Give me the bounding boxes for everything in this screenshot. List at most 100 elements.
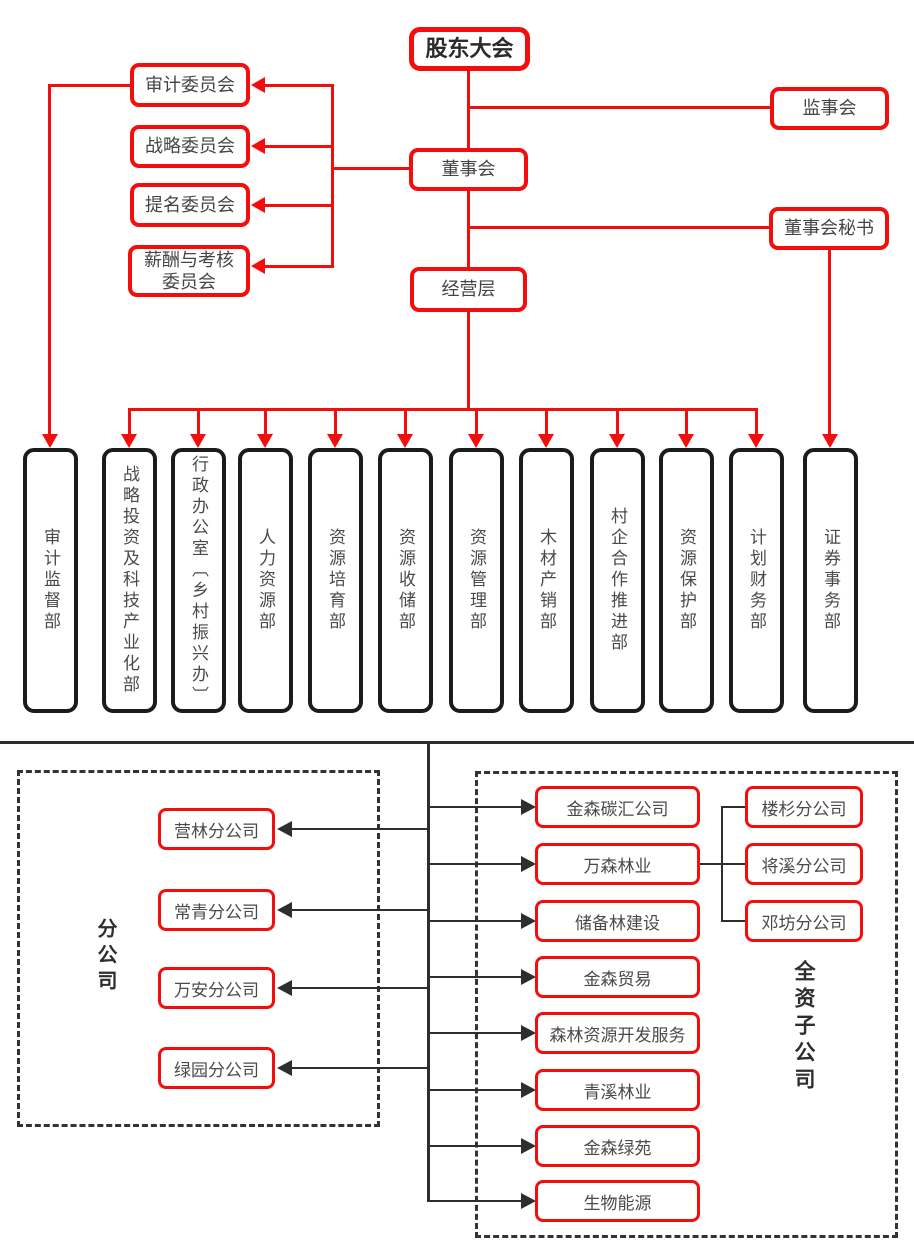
subsidiary-box-trade: 金森贸易 xyxy=(535,956,700,998)
connector-line xyxy=(685,408,688,436)
connector-arrowhead xyxy=(521,1193,536,1209)
connector-line xyxy=(467,190,470,268)
connector-arrowhead xyxy=(251,258,265,274)
branch-box-changqing: 常青分公司 xyxy=(158,889,275,931)
connector-line xyxy=(48,84,51,436)
connector-arrowhead xyxy=(121,434,137,448)
subsidiary-box-reserve-forest: 储备林建设 xyxy=(535,900,700,942)
connector-arrowhead xyxy=(822,434,838,448)
box-committee-remuneration: 薪酬与考核委员会 xyxy=(128,245,250,297)
connector-arrowhead xyxy=(251,197,265,213)
connector-line xyxy=(721,806,723,922)
dept-box-resource-storage: 资源收储部 xyxy=(378,448,433,713)
box-board-secretary: 董事会秘书 xyxy=(769,207,889,250)
branch-group-frame xyxy=(17,770,380,1127)
subsidiary-box-lvyuan-garden: 金森绿苑 xyxy=(535,1125,700,1167)
group-label-subsidiaries: 全资子公司 xyxy=(792,960,815,1095)
subsidiary-group-frame xyxy=(475,771,898,1238)
box-committee-audit: 审计委员会 xyxy=(130,63,250,107)
connector-arrowhead xyxy=(251,138,265,154)
connector-arrowhead xyxy=(521,913,536,929)
connector-line xyxy=(50,84,130,87)
connector-line xyxy=(128,408,131,436)
connector-line xyxy=(331,84,334,268)
dept-box-resource-cultivation: 资源培育部 xyxy=(308,448,363,713)
dept-box-village-cooperation: 村企合作推进部 xyxy=(590,448,645,713)
group-label-branches: 分公司 xyxy=(94,918,116,996)
connector-line xyxy=(263,265,331,268)
connector-arrowhead xyxy=(277,821,292,837)
connector-line xyxy=(475,408,478,436)
connector-line xyxy=(263,84,331,87)
connector-line xyxy=(430,976,522,978)
connector-arrowhead xyxy=(277,902,292,918)
connector-line xyxy=(828,249,831,436)
connector-arrowhead xyxy=(521,799,536,815)
connector-line xyxy=(427,741,430,1202)
connector-line xyxy=(430,1032,522,1034)
branch-box-yinglin: 营林分公司 xyxy=(158,808,275,850)
connector-line xyxy=(197,408,200,436)
sub-branch-box-loushan: 楼杉分公司 xyxy=(745,786,863,828)
connector-arrowhead xyxy=(521,1138,536,1154)
connector-line xyxy=(616,408,619,436)
connector-line xyxy=(468,226,769,229)
sub-branch-box-jiangxi: 将溪分公司 xyxy=(745,843,863,885)
connector-line xyxy=(404,408,407,436)
subsidiary-box-wansen: 万森林业 xyxy=(535,843,700,885)
connector-arrowhead xyxy=(538,434,554,448)
dept-box-admin-office: 行政办公室〔乡村振兴办〕 xyxy=(171,448,226,713)
connector-line xyxy=(331,167,409,170)
connector-line xyxy=(128,408,758,411)
connector-arrowhead xyxy=(42,434,58,448)
connector-line xyxy=(545,408,548,436)
connector-line xyxy=(430,1089,522,1091)
connector-arrowhead xyxy=(190,434,206,448)
dept-box-timber-sales: 木材产销部 xyxy=(519,448,574,713)
connector-line xyxy=(263,145,331,148)
connector-line xyxy=(263,204,331,207)
dept-box-resource-management: 资源管理部 xyxy=(449,448,504,713)
sub-branch-box-dengfang: 邓坊分公司 xyxy=(745,900,863,942)
connector-line xyxy=(467,71,470,149)
box-shareholders-meeting: 股东大会 xyxy=(409,27,530,71)
connector-line xyxy=(290,909,427,911)
connector-line xyxy=(430,863,522,865)
connector-arrowhead xyxy=(257,434,273,448)
connector-line xyxy=(721,806,745,808)
subsidiary-box-bioenergy: 生物能源 xyxy=(535,1180,700,1222)
dept-box-audit-supervision: 审计监督部 xyxy=(23,448,78,713)
connector-arrowhead xyxy=(609,434,625,448)
branch-box-wanan: 万安分公司 xyxy=(158,967,275,1009)
connector-arrowhead xyxy=(521,1082,536,1098)
connector-arrowhead xyxy=(521,1025,536,1041)
subsidiary-box-qingxi: 青溪林业 xyxy=(535,1069,700,1111)
connector-line xyxy=(290,828,427,830)
connector-line xyxy=(430,1200,522,1202)
connector-arrowhead xyxy=(397,434,413,448)
connector-line xyxy=(264,408,267,436)
subsidiary-box-forest-resource-dev: 森林资源开发服务 xyxy=(535,1012,700,1054)
box-management: 经营层 xyxy=(410,267,527,312)
box-supervisory-board: 监事会 xyxy=(770,87,889,130)
connector-arrowhead xyxy=(277,1060,292,1076)
connector-line xyxy=(430,806,522,808)
dept-box-securities-affairs: 证券事务部 xyxy=(803,448,858,713)
connector-line xyxy=(334,408,337,436)
connector-arrowhead xyxy=(748,434,764,448)
section-divider-line xyxy=(0,741,914,744)
connector-arrowhead xyxy=(521,856,536,872)
connector-line xyxy=(290,1067,427,1069)
connector-arrowhead xyxy=(277,980,292,996)
connector-line xyxy=(468,106,770,109)
connector-arrowhead xyxy=(521,969,536,985)
dept-box-resource-protection: 资源保护部 xyxy=(659,448,714,713)
connector-arrowhead xyxy=(251,77,265,93)
connector-line xyxy=(721,920,745,922)
dept-box-planning-finance: 计划财务部 xyxy=(729,448,784,713)
dept-box-strategic-investment: 战略投资及科技产业化部 xyxy=(102,448,157,713)
box-board-of-directors: 董事会 xyxy=(409,148,528,191)
dept-box-human-resources: 人力资源部 xyxy=(238,448,293,713)
subsidiary-box-carbon: 金森碳汇公司 xyxy=(535,786,700,828)
